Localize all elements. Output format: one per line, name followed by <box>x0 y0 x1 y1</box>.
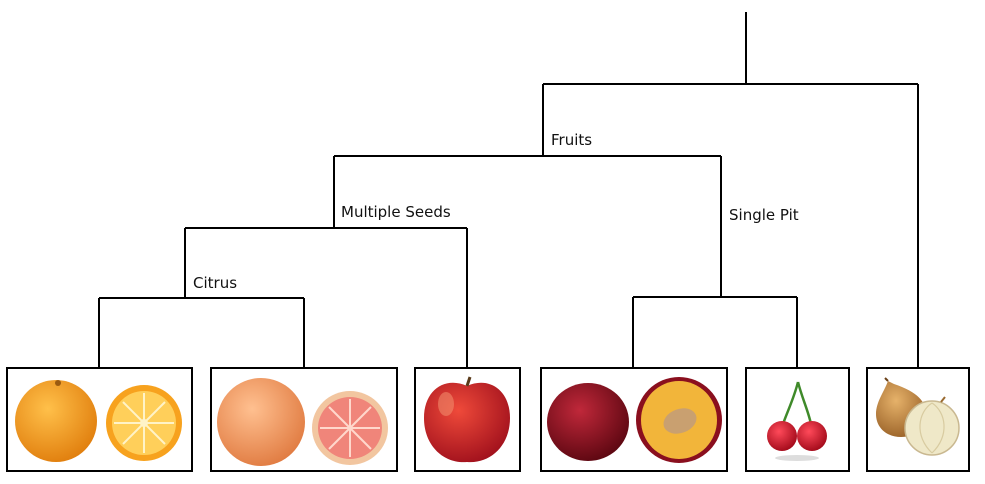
label-single-pit: Single Pit <box>729 206 799 224</box>
leaf-grapefruit <box>210 367 398 472</box>
tree-edges <box>98 12 919 368</box>
label-citrus: Citrus <box>193 274 237 292</box>
edge-fruits <box>334 84 721 157</box>
edge-multiple-seeds <box>185 156 468 368</box>
grapefruit-icon <box>217 378 388 466</box>
orange-icon <box>15 380 182 462</box>
leaf-plum <box>540 367 728 472</box>
plum-icon <box>547 377 722 463</box>
leaf-onion <box>866 367 970 472</box>
leaf-apple <box>414 367 521 472</box>
onion-icon <box>876 377 960 456</box>
edge-citrus <box>98 228 305 368</box>
leaf-cherry <box>745 367 850 472</box>
cherry-icon <box>767 381 827 461</box>
label-multiple-seeds: Multiple Seeds <box>341 203 451 221</box>
label-fruits: Fruits <box>551 131 592 149</box>
apple-icon <box>424 376 510 463</box>
leaf-orange <box>6 367 193 472</box>
edge-single-pit <box>632 156 798 368</box>
